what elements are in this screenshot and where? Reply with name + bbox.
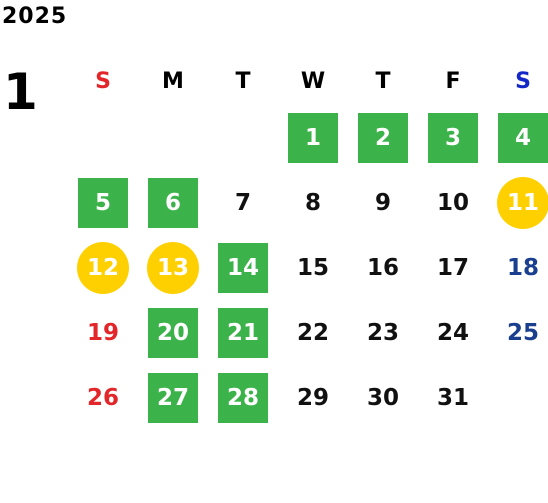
day-cell: 5 [68, 170, 138, 235]
day-9[interactable]: 9 [374, 189, 391, 216]
day-6[interactable]: 6 [148, 177, 198, 228]
day-cell: 18 [488, 235, 548, 300]
weekday-header: M [162, 68, 184, 94]
empty-day-slot [218, 113, 268, 163]
day-7[interactable]: 7 [234, 189, 251, 216]
day-1[interactable]: 1 [288, 112, 338, 163]
day-cell: 29 [278, 365, 348, 430]
day-5[interactable]: 5 [78, 177, 128, 228]
weekday-header: T [235, 68, 251, 94]
day-25[interactable]: 25 [506, 319, 539, 346]
day-cell: 22 [278, 300, 348, 365]
day-18[interactable]: 18 [506, 254, 539, 281]
day-cell: 19 [68, 300, 138, 365]
day-8[interactable]: 8 [304, 189, 321, 216]
empty-day-slot [498, 373, 548, 423]
day-cell: 9 [348, 170, 418, 235]
day-26[interactable]: 26 [86, 384, 119, 411]
day-23[interactable]: 23 [366, 319, 399, 346]
weekday-header: S [515, 68, 531, 94]
month-label: 1 [3, 63, 38, 121]
day-cell [208, 105, 278, 170]
day-cell: 15 [278, 235, 348, 300]
day-cell: 16 [348, 235, 418, 300]
weekday-header: F [445, 68, 461, 94]
day-2[interactable]: 2 [358, 112, 408, 163]
day-cell: 10 [418, 170, 488, 235]
day-cell: 17 [418, 235, 488, 300]
day-15[interactable]: 15 [296, 254, 329, 281]
day-cell: 14 [208, 235, 278, 300]
day-cell: 20 [138, 300, 208, 365]
weekday-header: S [95, 68, 111, 94]
day-3[interactable]: 3 [428, 112, 478, 163]
day-14[interactable]: 14 [218, 242, 268, 293]
day-29[interactable]: 29 [296, 384, 329, 411]
day-cell: 4 [488, 105, 548, 170]
empty-day-slot [78, 113, 128, 163]
day-22[interactable]: 22 [296, 319, 329, 346]
day-12[interactable]: 12 [77, 241, 129, 294]
day-4[interactable]: 4 [498, 112, 548, 163]
day-cell: 25 [488, 300, 548, 365]
day-cell: 24 [418, 300, 488, 365]
day-cell: 27 [138, 365, 208, 430]
day-cell: 28 [208, 365, 278, 430]
day-17[interactable]: 17 [436, 254, 469, 281]
day-cell: 11 [488, 170, 548, 235]
day-11[interactable]: 11 [497, 176, 548, 229]
day-cell [138, 105, 208, 170]
day-cell: 13 [138, 235, 208, 300]
day-cell: 30 [348, 365, 418, 430]
day-cell: 7 [208, 170, 278, 235]
weekday-header: W [300, 68, 326, 94]
day-cell: 23 [348, 300, 418, 365]
day-cell: 3 [418, 105, 488, 170]
day-cell: 26 [68, 365, 138, 430]
empty-day-slot [148, 113, 198, 163]
day-16[interactable]: 16 [366, 254, 399, 281]
day-cell: 1 [278, 105, 348, 170]
day-cell: 8 [278, 170, 348, 235]
day-27[interactable]: 27 [148, 372, 198, 423]
day-24[interactable]: 24 [436, 319, 469, 346]
day-19[interactable]: 19 [86, 319, 119, 346]
weekday-header: T [375, 68, 391, 94]
day-13[interactable]: 13 [147, 241, 199, 294]
day-30[interactable]: 30 [366, 384, 399, 411]
day-cell: 12 [68, 235, 138, 300]
day-10[interactable]: 10 [436, 189, 469, 216]
day-21[interactable]: 21 [218, 307, 268, 358]
day-28[interactable]: 28 [218, 372, 268, 423]
day-cell: 2 [348, 105, 418, 170]
day-cell: 6 [138, 170, 208, 235]
day-cell [68, 105, 138, 170]
day-20[interactable]: 20 [148, 307, 198, 358]
day-cell [488, 365, 548, 430]
year-label: 2025 [2, 4, 68, 29]
day-cell: 31 [418, 365, 488, 430]
day-cell: 21 [208, 300, 278, 365]
day-31[interactable]: 31 [436, 384, 469, 411]
